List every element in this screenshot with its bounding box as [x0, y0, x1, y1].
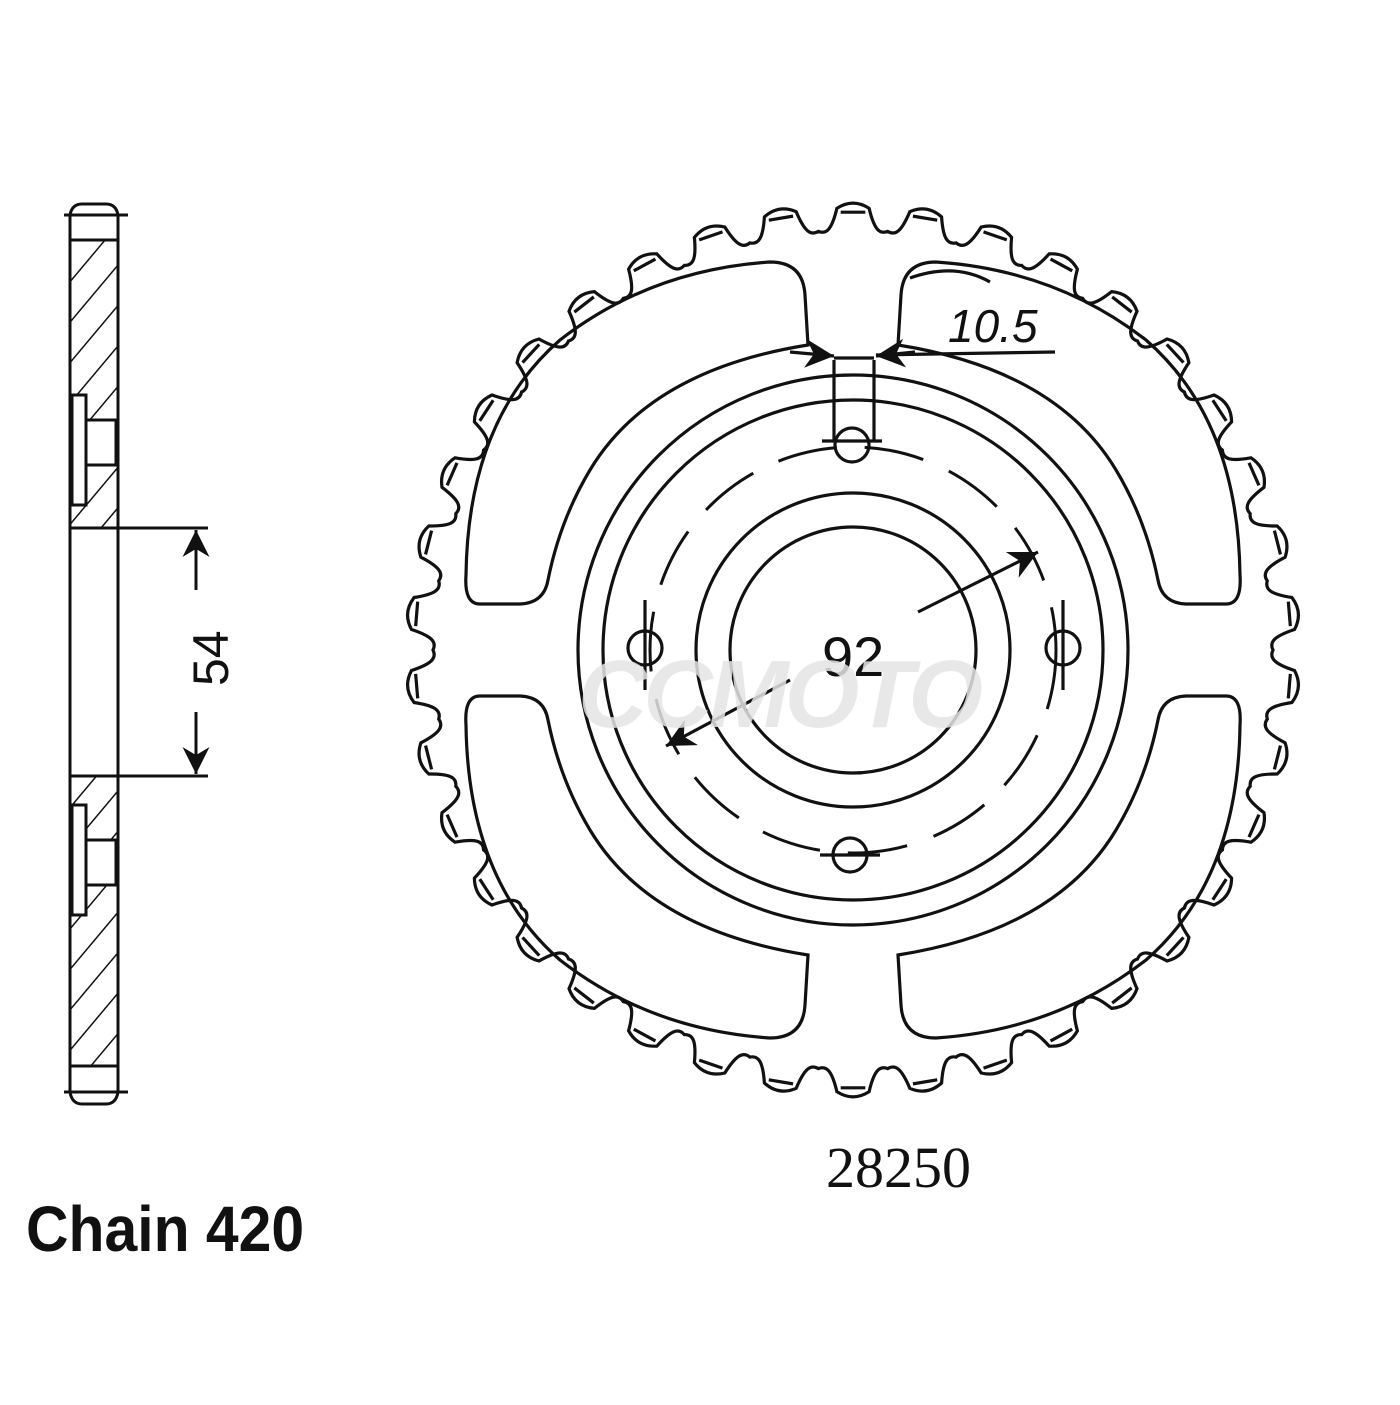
window-bottom-left: [464, 694, 810, 1040]
dimension-92-label: 92: [822, 625, 884, 688]
window-top-left: [464, 260, 810, 606]
dimension-54-label: 54: [183, 630, 239, 686]
window-top-right: [896, 260, 1242, 606]
dimension-10-5-label: 10.5: [948, 300, 1038, 352]
chain-size-label: Chain 420: [26, 1193, 305, 1265]
hub-outer-ring: [576, 373, 1130, 927]
front-view: [406, 201, 1300, 1099]
side-section-view: [64, 202, 210, 1106]
hub-ring-3: [694, 491, 1012, 809]
window-bottom-right: [896, 694, 1242, 1040]
bolt-circle: [648, 445, 1058, 855]
bolt-hole-top: [833, 426, 871, 464]
tooth-tips: [414, 210, 1292, 1090]
center-bore: [728, 525, 978, 775]
hub-ring-2: [601, 398, 1105, 902]
part-number: 28250: [826, 1135, 971, 1200]
sprocket-teeth-outline: [406, 201, 1300, 1099]
